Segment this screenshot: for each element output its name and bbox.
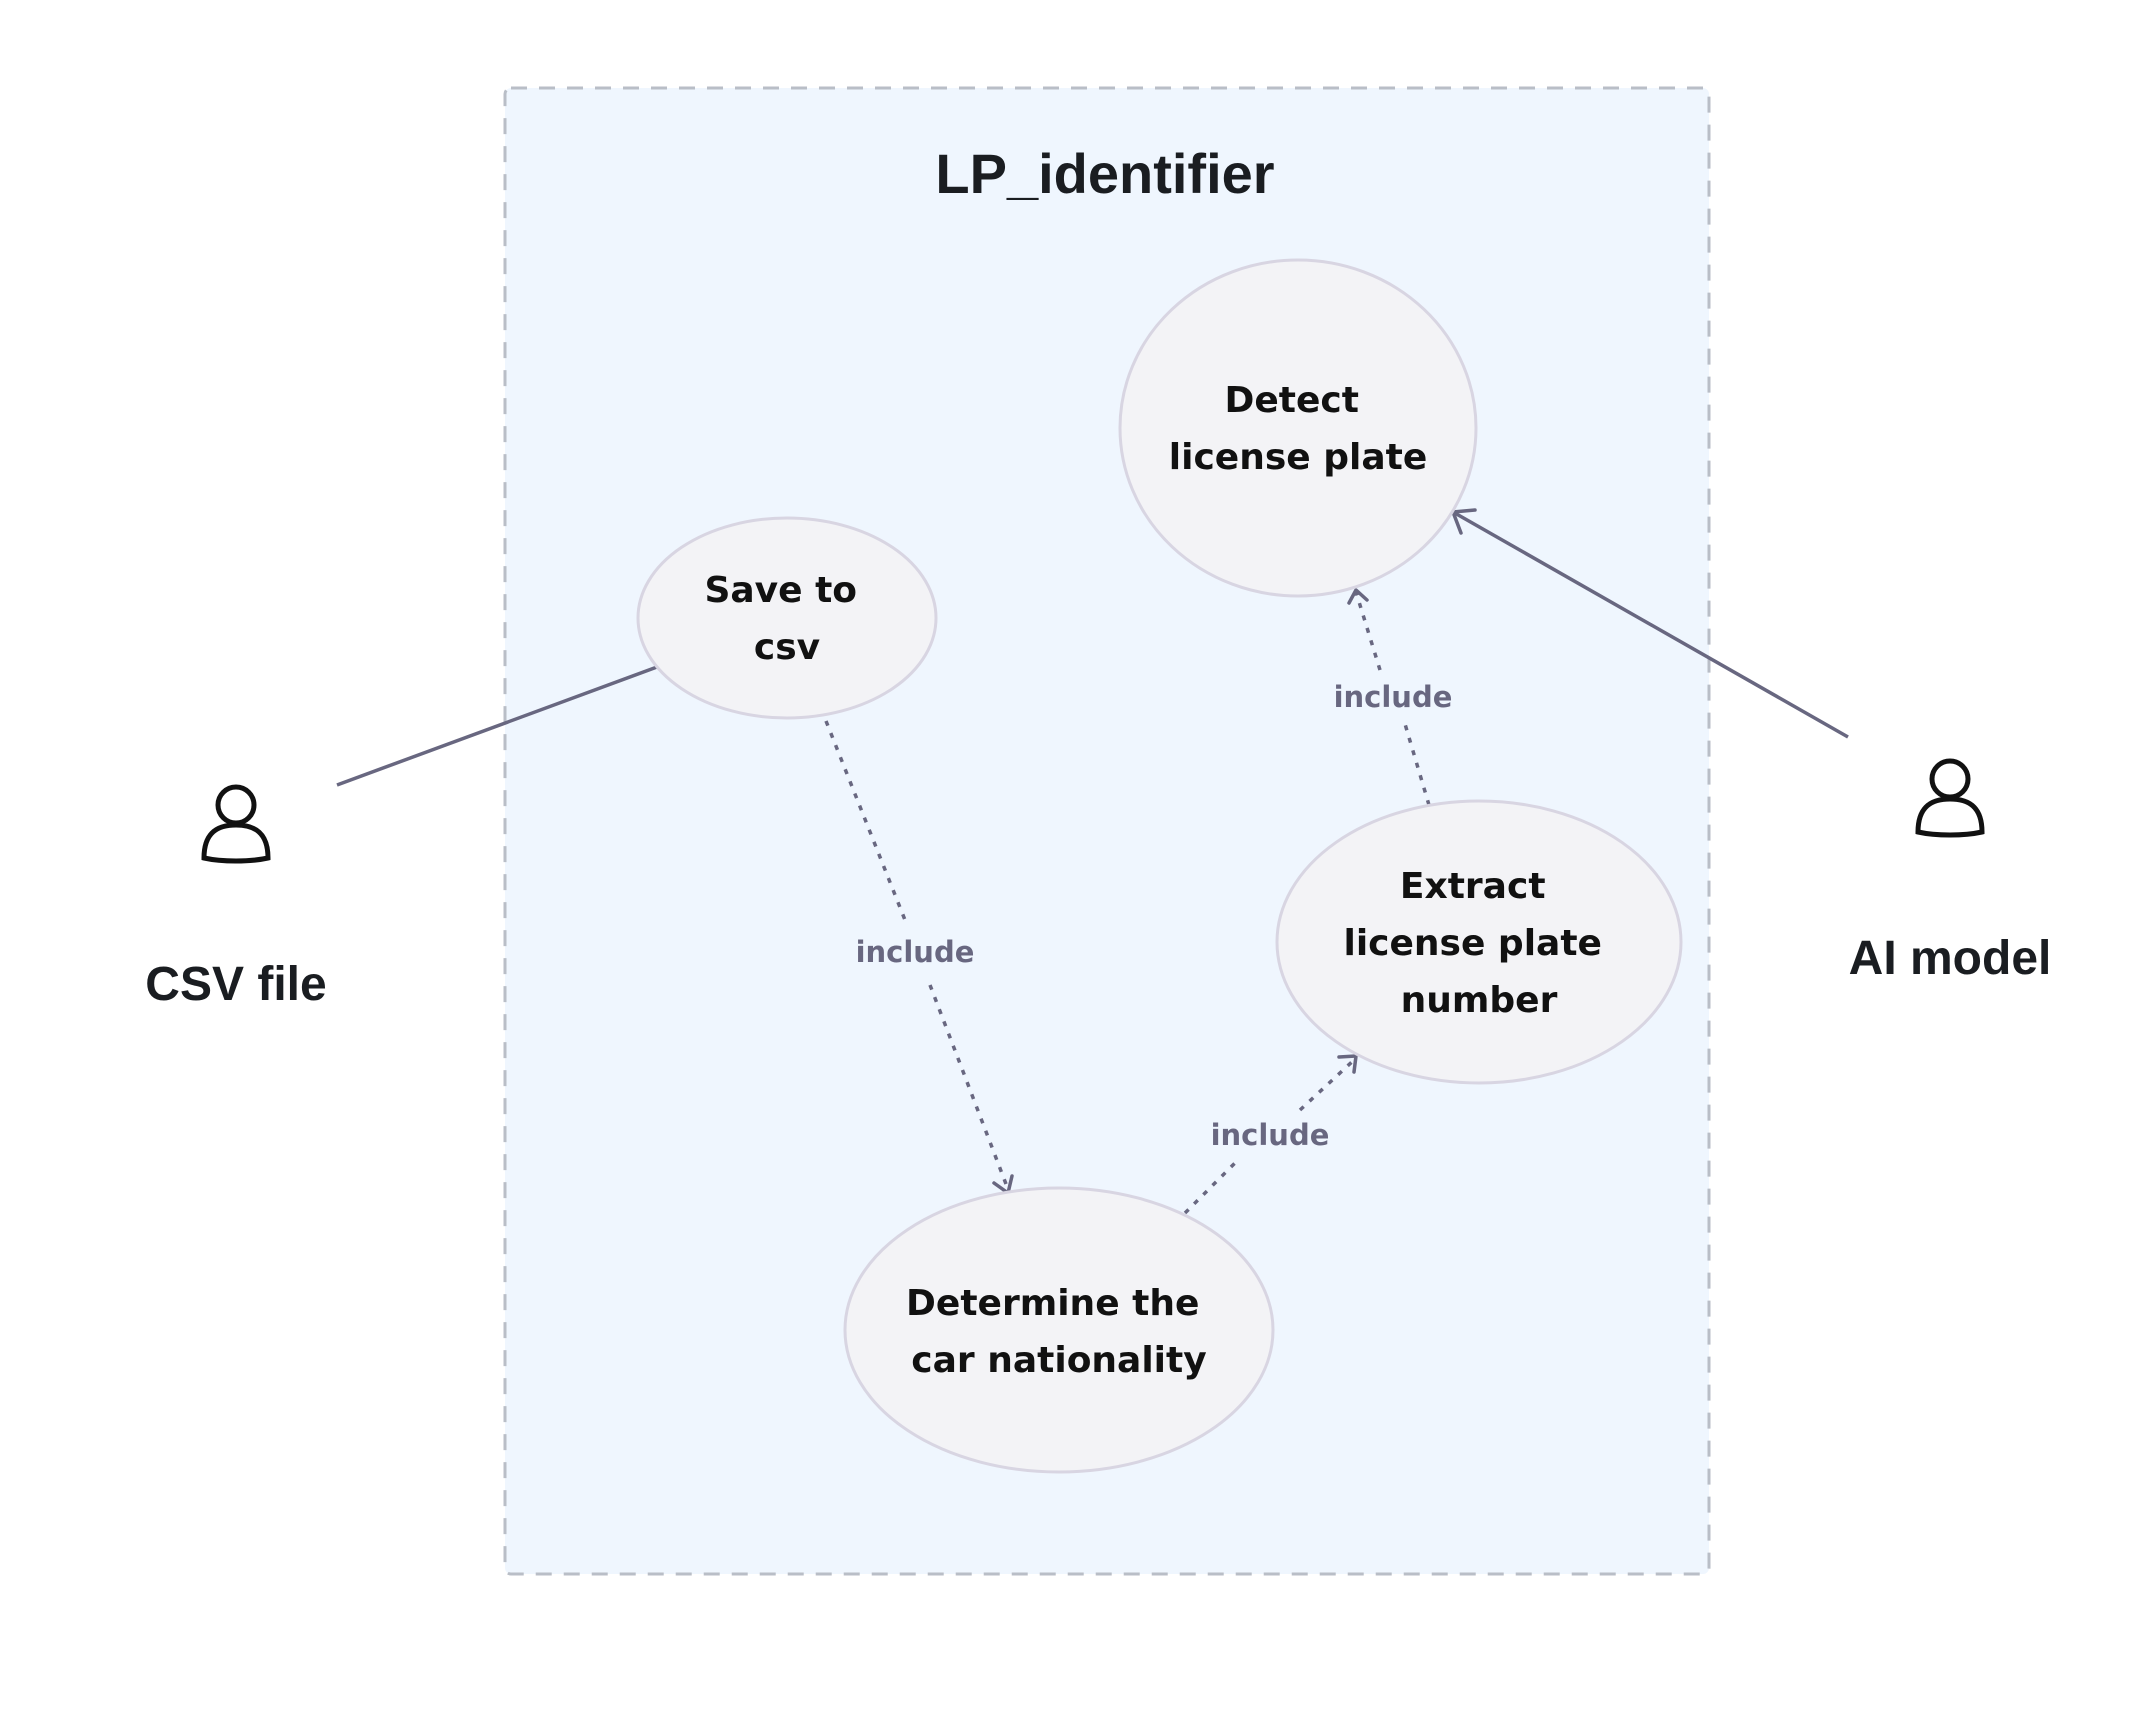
use-case-label: Save to csv bbox=[704, 570, 869, 668]
use-case-label-line: Save to bbox=[704, 570, 857, 611]
use-case-label-line: license plate bbox=[1343, 923, 1601, 964]
actor-csv-file[interactable]: CSV file bbox=[145, 784, 327, 1011]
use-case-detect-license-plate[interactable]: Detect license plate bbox=[1118, 258, 1478, 598]
use-case-ellipse bbox=[1275, 799, 1683, 1085]
use-case-save-to-csv[interactable]: Save to csv bbox=[636, 516, 938, 720]
use-case-label: Extract license plate number bbox=[1343, 866, 1614, 1021]
use-case-label-line: license plate bbox=[1169, 437, 1427, 478]
actor-label: CSV file bbox=[145, 958, 326, 1011]
use-case-label: Detect license plate bbox=[1169, 380, 1427, 478]
include-extract-detect-line bbox=[1403, 723, 1431, 806]
use-case-ellipse bbox=[843, 1186, 1275, 1474]
association-ai-detect bbox=[1452, 510, 1849, 739]
use-case-ellipse bbox=[1118, 258, 1478, 598]
use-case-label-line: Extract bbox=[1400, 866, 1546, 907]
use-case-label: Determine the car nationality bbox=[906, 1283, 1212, 1381]
include-label-save-determine: include bbox=[856, 935, 975, 969]
actor-ai-model[interactable]: AI model bbox=[1849, 758, 2052, 985]
include-save-determine-line-2 bbox=[928, 984, 1008, 1185]
use-case-determine-car-nationality[interactable]: Determine the car nationality bbox=[843, 1186, 1275, 1474]
include-label-determine-extract: include bbox=[1211, 1118, 1330, 1152]
person-icon bbox=[201, 784, 271, 864]
include-extract-detect-arrowhead bbox=[1347, 588, 1369, 605]
include-extract-detect-line-2 bbox=[1354, 591, 1382, 671]
use-case-extract-license-plate-number[interactable]: Extract license plate number bbox=[1275, 799, 1683, 1085]
use-case-label-line: car nationality bbox=[911, 1340, 1206, 1381]
use-case-label-line: Detect bbox=[1224, 380, 1358, 421]
person-icon bbox=[1915, 758, 1985, 838]
include-label-extract-detect: include bbox=[1334, 680, 1453, 714]
include-save-determine-line bbox=[824, 720, 907, 921]
use-case-label-line: csv bbox=[754, 627, 820, 668]
include-determine-extract-arrowhead bbox=[1337, 1054, 1358, 1074]
use-case-label-line: Determine the bbox=[906, 1283, 1199, 1324]
use-case-label-line: number bbox=[1401, 980, 1558, 1021]
association-csv-save bbox=[336, 665, 658, 787]
system-title: LP_identifier bbox=[935, 142, 1274, 205]
actor-label: AI model bbox=[1849, 932, 2052, 985]
use-case-ellipse bbox=[636, 516, 938, 720]
